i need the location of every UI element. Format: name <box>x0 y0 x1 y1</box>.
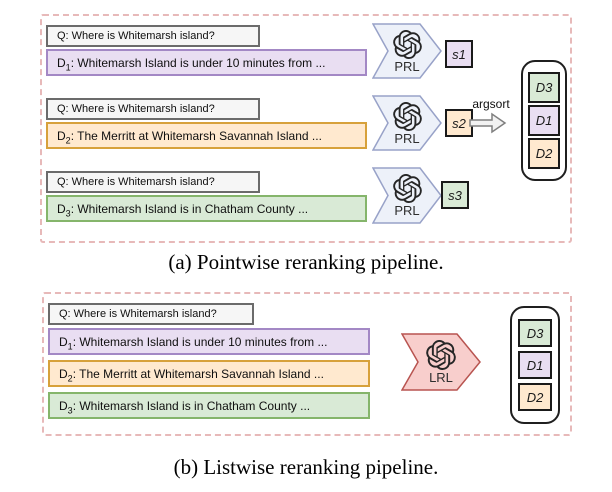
score-box-s3: s3 <box>441 181 469 209</box>
llm-chevron-lrl: LRL <box>401 333 481 391</box>
document-box-d1: D1: Whitemarsh Island is under 10 minute… <box>46 49 367 76</box>
argsort-arrow-icon <box>469 112 507 134</box>
llm-chevron-prl-1: PRL <box>372 23 442 79</box>
caption-listwise: (b) Listwise reranking pipeline. <box>173 455 439 479</box>
model-label: PRL <box>394 58 420 74</box>
openai-logo-icon <box>393 174 422 203</box>
model-label: PRL <box>394 130 420 146</box>
query-text: Q: Where is Whitemarsh island? <box>57 176 215 188</box>
ranked-output-list: D3 D1 D2 <box>510 306 560 424</box>
model-label: PRL <box>394 203 420 218</box>
openai-logo-icon <box>393 102 422 131</box>
chevron-shape <box>372 95 442 151</box>
document-box-d3: D3: Whitemarsh Island is in Chatham Coun… <box>48 392 370 419</box>
query-text: Q: Where is Whitemarsh island? <box>57 30 215 42</box>
listwise-panel-border <box>42 292 572 436</box>
document-text: D3: Whitemarsh Island is in Chatham Coun… <box>57 201 309 218</box>
document-box-d2: D2: The Merritt at Whitemarsh Savannah I… <box>48 360 370 387</box>
document-text: D2: The Merritt at Whitemarsh Savannah I… <box>59 366 324 383</box>
query-box: Q: Where is Whitemarsh island? <box>48 303 254 325</box>
document-text: D3: Whitemarsh Island is in Chatham Coun… <box>59 398 311 415</box>
document-box-d3: D3: Whitemarsh Island is in Chatham Coun… <box>46 195 367 222</box>
rank-item: D2 <box>518 383 552 411</box>
rank-item: D3 <box>528 72 560 103</box>
document-text: D1: Whitemarsh Island is under 10 minute… <box>59 334 328 351</box>
rank-item: D1 <box>528 105 560 136</box>
score-box-s1: s1 <box>445 40 473 68</box>
caption-pointwise: (a) Pointwise reranking pipeline. <box>168 250 444 274</box>
query-box: Q: Where is Whitemarsh island? <box>46 25 260 47</box>
document-box-d1: D1: Whitemarsh Island is under 10 minute… <box>48 328 370 355</box>
query-text: Q: Where is Whitemarsh island? <box>59 308 217 320</box>
query-box: Q: Where is Whitemarsh island? <box>46 98 260 120</box>
model-label: LRL <box>429 370 453 385</box>
chevron-shape <box>401 333 481 391</box>
llm-chevron-prl-3: PRL <box>372 167 442 224</box>
rank-item: D2 <box>528 138 560 169</box>
query-text: Q: Where is Whitemarsh island? <box>57 103 215 115</box>
argsort-label: argsort <box>472 97 510 111</box>
document-text: D1: Whitemarsh Island is under 10 minute… <box>57 55 326 72</box>
ranked-output-list: D3 D1 D2 <box>521 60 567 181</box>
rank-item: D3 <box>518 319 552 347</box>
chevron-shape <box>372 23 442 79</box>
openai-logo-icon <box>426 340 456 370</box>
query-box: Q: Where is Whitemarsh island? <box>46 171 260 193</box>
rank-item: D1 <box>518 351 552 379</box>
document-text: D2: The Merritt at Whitemarsh Savannah I… <box>57 128 322 145</box>
chevron-shape <box>372 167 442 224</box>
llm-chevron-prl-2: PRL <box>372 95 442 151</box>
openai-logo-icon <box>393 30 422 59</box>
pointwise-panel-border <box>40 14 572 243</box>
document-box-d2: D2: The Merritt at Whitemarsh Savannah I… <box>46 122 367 149</box>
